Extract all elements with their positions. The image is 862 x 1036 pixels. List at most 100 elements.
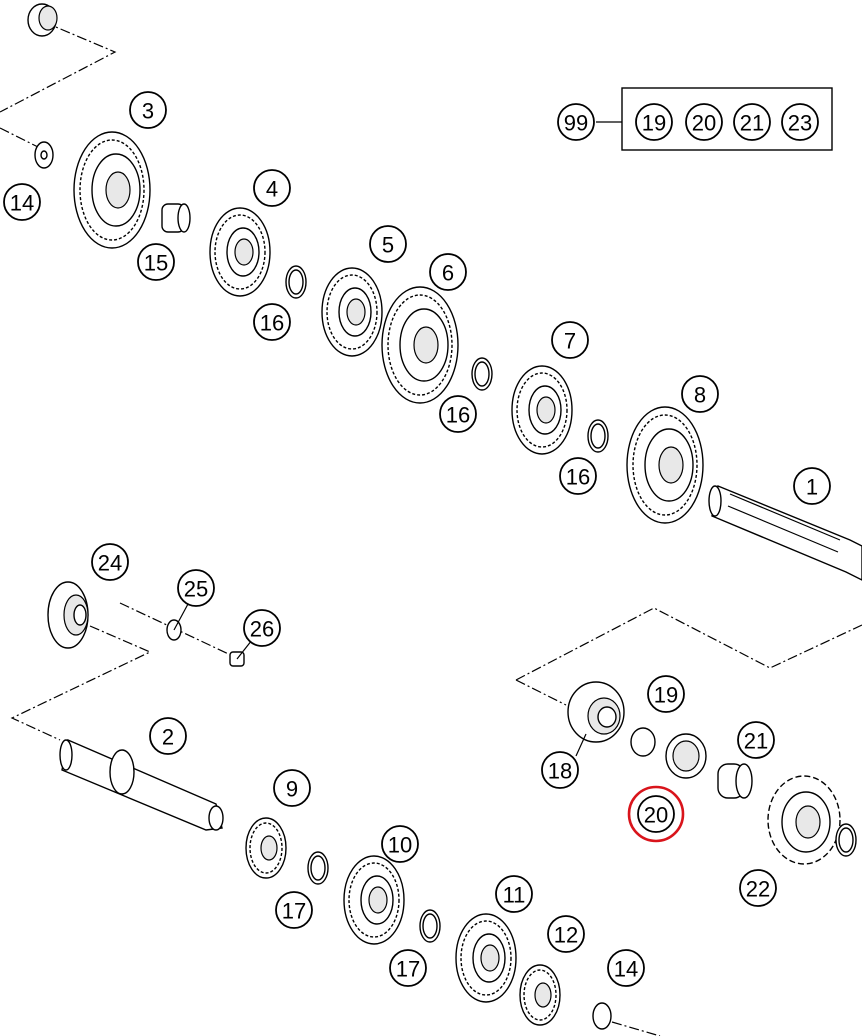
svg-text:23: 23: [788, 111, 812, 136]
callout-number: 22: [746, 877, 770, 902]
kit-item-callout: 23: [781, 103, 819, 141]
main-shaft-1: [708, 485, 862, 581]
callout-number: 16: [260, 311, 284, 336]
sprocket-22: [767, 775, 841, 865]
svg-text:99: 99: [564, 111, 588, 136]
callout-circle: [243, 609, 281, 647]
gear-7: [511, 365, 573, 455]
callout-p24: 24: [91, 543, 129, 581]
svg-text:21: 21: [740, 111, 764, 136]
callout-number: 2: [162, 725, 174, 750]
gear-3: [73, 131, 151, 249]
callout-p17a: 17: [275, 891, 313, 929]
callout-circle: [681, 375, 719, 413]
gear-12: [519, 964, 561, 1026]
callout-circle: [149, 717, 187, 755]
callout-circle: [275, 891, 313, 929]
callout-p26: 26: [243, 609, 281, 647]
callout-circle: [637, 795, 675, 833]
kit-item-callout: 19: [635, 103, 673, 141]
callout-number: 7: [564, 329, 576, 354]
callout-circle: [177, 569, 215, 607]
callout-circle: [3, 183, 41, 221]
callout-circle: [541, 751, 579, 789]
shaft-seal-20: [665, 733, 707, 779]
callout-p1: 1: [793, 467, 831, 505]
callout-number: 21: [744, 729, 768, 754]
callout-circle: [137, 243, 175, 281]
callout-number: 8: [694, 383, 706, 408]
countershaft-2: [59, 739, 224, 831]
callout-number: 26: [250, 617, 274, 642]
output-group: [515, 607, 862, 865]
spacer-21: [717, 763, 753, 799]
callout-circle: [381, 825, 419, 863]
callout-circle: [389, 949, 427, 987]
kit-item-callout: 21: [733, 103, 771, 141]
circlip-16-a: [285, 265, 307, 299]
callout-p3: 3: [129, 91, 167, 129]
circlip-16-b: [471, 357, 493, 391]
callout-p16c: 16: [559, 457, 597, 495]
callout-p6: 6: [429, 253, 467, 291]
callout-circle: [739, 869, 777, 907]
callout-p16a: 16: [253, 303, 291, 341]
callout-p14b: 14: [607, 949, 645, 987]
gear-10: [343, 855, 405, 945]
circlip-right: [835, 823, 857, 857]
callout-number: 5: [382, 233, 394, 258]
callout-circle: [793, 467, 831, 505]
callout-circle: [273, 769, 311, 807]
callout-circle: [737, 721, 775, 759]
callout-p22: 22: [739, 869, 777, 907]
kit-main-callout: 99: [557, 103, 595, 141]
gear-4: [209, 207, 271, 297]
callout-number: 20: [644, 803, 668, 828]
callout-circle: [253, 169, 291, 207]
callout-p16b: 16: [439, 395, 477, 433]
callout-circle: [551, 321, 589, 359]
callout-number: 3: [142, 99, 154, 124]
callout-circle: [559, 457, 597, 495]
callout-p4: 4: [253, 169, 291, 207]
callout-number: 16: [446, 403, 470, 428]
callout-p2: 2: [149, 717, 187, 755]
callout-p25: 25: [177, 569, 215, 607]
gear-8: [626, 406, 704, 524]
callout-number: 9: [286, 777, 298, 802]
callout-p7: 7: [551, 321, 589, 359]
callout-circle: [91, 543, 129, 581]
callout-number: 19: [654, 683, 678, 708]
washer-14-bottom: [592, 1002, 612, 1030]
svg-text:19: 19: [642, 111, 666, 136]
callout-number: 11: [503, 883, 526, 908]
callout-circle: [439, 395, 477, 433]
callout-circle: [547, 915, 585, 953]
callout-number: 15: [144, 251, 168, 276]
leader-lines: [173, 603, 587, 757]
needle-bearing-top: [27, 3, 58, 37]
circlip-16-c: [587, 419, 609, 453]
callout-number: 6: [442, 261, 454, 286]
callout-circle: [253, 303, 291, 341]
callout-p8: 8: [681, 375, 719, 413]
lower-shaft-group: [10, 581, 661, 1036]
callout-p20: 20: [637, 795, 675, 833]
highlight-ring: [627, 785, 685, 843]
callout-number: 17: [282, 899, 306, 924]
svg-text:20: 20: [692, 111, 716, 136]
callout-p18: 18: [541, 751, 579, 789]
callout-number: 17: [396, 957, 420, 982]
circlip-17-a: [307, 851, 329, 885]
circlip-17-b: [419, 909, 441, 943]
callout-number: 16: [566, 465, 590, 490]
kit-item-callout: 20: [685, 103, 723, 141]
callout-circle: [369, 225, 407, 263]
callout-number: 25: [184, 577, 208, 602]
o-ring-19: [630, 727, 656, 757]
callout-p21: 21: [737, 721, 775, 759]
bushing-15: [161, 203, 191, 233]
callout-p11: 11: [495, 875, 533, 913]
